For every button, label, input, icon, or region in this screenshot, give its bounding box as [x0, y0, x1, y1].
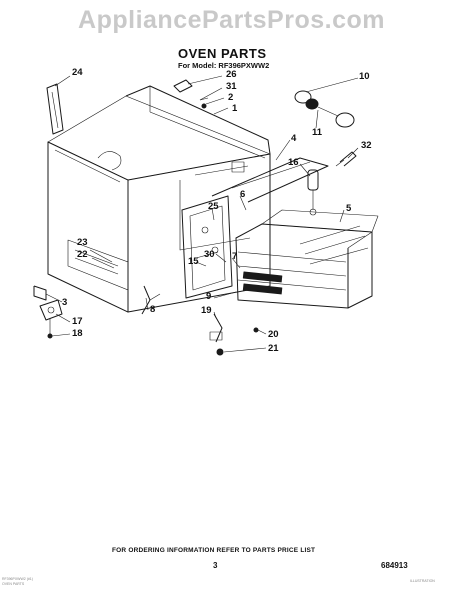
callout-8: 8	[150, 304, 156, 315]
oven-cabinet-body	[47, 85, 271, 313]
oven-rack-assembly	[235, 209, 379, 309]
callout-17: 17	[72, 316, 83, 327]
diagram-title: OVEN PARTS	[178, 46, 267, 61]
callout-24: 24	[72, 67, 83, 78]
callout-2: 2	[228, 92, 234, 103]
callout-16: 16	[288, 157, 299, 168]
ordering-note: FOR ORDERING INFORMATION REFER TO PARTS …	[112, 547, 316, 554]
callout-9: 9	[206, 291, 212, 302]
callout-3: 3	[62, 297, 68, 308]
hinge-parts-19-20-21	[209, 313, 259, 356]
leveling-leg-parts	[33, 285, 63, 339]
callout-25: 25	[208, 201, 219, 212]
fine-print-left-1: RF396PXWW2 (#1)	[2, 577, 33, 581]
bracket-part-8	[141, 285, 161, 315]
callout-11: 11	[312, 127, 323, 138]
page-number: 3	[213, 561, 218, 570]
bake-element-part-4	[211, 157, 329, 203]
callout-19: 19	[201, 305, 212, 316]
callout-26: 26	[226, 69, 237, 80]
callout-30: 30	[204, 249, 215, 260]
leader-lines	[45, 75, 359, 353]
callout-20: 20	[268, 329, 279, 340]
sensor-part-16	[307, 169, 319, 216]
callout-22: 22	[77, 249, 88, 260]
callout-7: 7	[232, 251, 238, 262]
oven-frame-part-6	[181, 195, 233, 299]
selector-knob-assembly	[294, 90, 355, 128]
callout-10: 10	[359, 71, 370, 82]
model-line: For Model: RF396PXWW2	[178, 61, 270, 70]
callout-31: 31	[226, 81, 237, 92]
callout-15: 15	[188, 256, 199, 267]
callout-23: 23	[77, 237, 88, 248]
fine-print-left-2: OVEN PARTS	[2, 582, 25, 586]
side-trim-part-24	[46, 83, 64, 135]
callout-6: 6	[240, 189, 246, 200]
bracket-parts-26-31-2	[173, 79, 209, 109]
callout-21: 21	[268, 343, 279, 354]
callout-18: 18	[72, 328, 83, 339]
callout-4: 4	[291, 133, 297, 144]
watermark: AppliancePartsPros.com	[78, 6, 385, 34]
callout-32: 32	[361, 140, 372, 151]
callout-1: 1	[232, 103, 238, 114]
callout-5: 5	[346, 203, 352, 214]
document-code: 684913	[381, 561, 408, 570]
fine-print-right: ILLUSTRATION	[410, 579, 435, 583]
fitting-part-32	[335, 151, 357, 167]
